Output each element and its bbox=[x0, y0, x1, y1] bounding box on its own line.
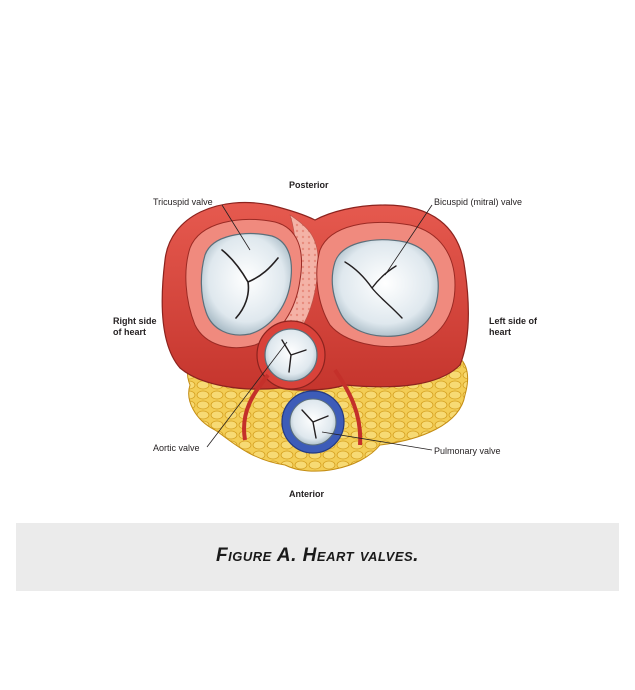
coronary-vessel-left bbox=[242, 373, 270, 441]
caption-box: Figure A. Heart valves. bbox=[16, 523, 619, 591]
figure-caption: Figure A. Heart valves. bbox=[216, 545, 419, 566]
coronary-vessel-right bbox=[333, 368, 363, 446]
bicuspid-commissure bbox=[344, 261, 403, 319]
heart-valves-illustration bbox=[161, 201, 469, 472]
leader-bicuspid bbox=[384, 204, 433, 276]
label-left-side: Left side of heart bbox=[489, 316, 538, 337]
bicuspid-valve-shape bbox=[331, 239, 439, 337]
label-tricuspid-valve: Tricuspid valve bbox=[153, 197, 213, 207]
label-aortic-valve: Aortic valve bbox=[153, 443, 200, 453]
leader-pulmonary bbox=[321, 431, 433, 451]
label-anterior: Anterior bbox=[289, 489, 325, 499]
pulmonary-commissures bbox=[301, 409, 329, 439]
label-right-side: Right side of heart bbox=[113, 316, 157, 337]
label-bicuspid-valve: Bicuspid (mitral) valve bbox=[434, 197, 523, 207]
leader-aortic bbox=[206, 341, 288, 448]
tricuspid-valve-shape bbox=[200, 233, 293, 336]
label-pulmonary-valve: Pulmonary valve bbox=[434, 446, 501, 456]
leader-tricuspid bbox=[221, 204, 251, 251]
aortic-commissures bbox=[281, 339, 307, 373]
tricuspid-commissures bbox=[221, 249, 279, 319]
heart-valves-figure: Posterior Anterior Tricuspid valve Bicus… bbox=[113, 180, 538, 499]
label-posterior: Posterior bbox=[289, 180, 329, 190]
